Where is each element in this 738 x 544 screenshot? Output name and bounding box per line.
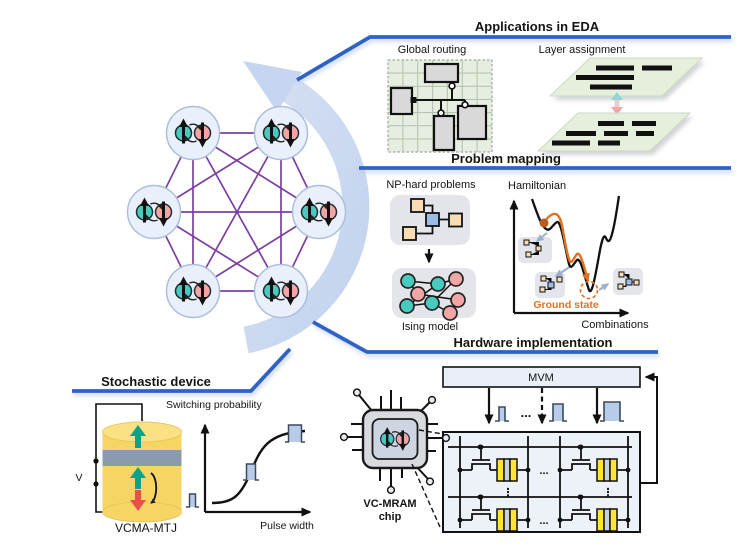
section-header-lines <box>72 35 733 396</box>
mvm-label: MVM <box>528 372 554 384</box>
state-box <box>518 237 552 263</box>
ground-state-circle <box>579 280 599 300</box>
rotation-arc <box>243 61 370 354</box>
switching-probability-plot <box>186 423 312 517</box>
combinations-label: Combinations <box>581 319 649 331</box>
routing-wires <box>410 82 469 117</box>
crossbar-ellipsis-v: ⋮ <box>503 487 514 499</box>
energy-landscape-plot <box>509 195 643 318</box>
state-box <box>613 268 643 295</box>
state-ball <box>539 218 549 228</box>
applications-header-line <box>296 35 731 82</box>
ground-state-label: Ground state <box>533 299 598 311</box>
hamiltonian-label: Hamiltonian <box>508 180 566 192</box>
rotation-arc-arrowhead <box>243 61 302 112</box>
zoom-cone-lines <box>411 429 444 528</box>
routing-block <box>432 114 456 152</box>
hardware-header-line <box>312 320 658 354</box>
vcma-mtj-device <box>93 403 182 523</box>
vcma-mtj-label: VCMA-MTJ <box>115 521 177 535</box>
plot-ylabel: Switching probability <box>166 399 262 411</box>
magnetization-arrows <box>130 425 158 511</box>
energy-curve <box>530 195 621 293</box>
stochastic-title: Stochastic device <box>101 374 211 389</box>
routing-block <box>423 62 460 84</box>
annealing-path <box>544 212 590 283</box>
mvm-box <box>442 366 641 388</box>
chip-label-line2: chip <box>379 511 402 523</box>
section-problem-mapping: NP-hard problems <box>386 179 649 333</box>
ising-model-diagram <box>392 268 476 321</box>
crossbar-ellipsis-h: ... <box>539 465 548 477</box>
pulse-glyphs <box>495 401 624 422</box>
applications-title: Applications in EDA <box>475 19 600 34</box>
section-applications: Global routing Layer assignment <box>387 44 705 155</box>
crossbar-ellipsis-h: ... <box>539 515 548 527</box>
problem-mapping-title: Problem mapping <box>451 151 561 166</box>
layer-assignment-diagram <box>536 57 705 155</box>
layer-via-arrow <box>611 92 623 115</box>
spin-network <box>128 107 346 318</box>
plot-xlabel: Pulse width <box>260 520 314 532</box>
ising-model-label: Ising model <box>402 321 458 333</box>
stochastic-header-line <box>72 347 292 393</box>
section-hardware: MVM ... ... ... ⋮ ⋮ <box>339 366 658 533</box>
np-hard-label: NP-hard problems <box>386 179 476 191</box>
global-routing-label: Global routing <box>398 44 467 56</box>
feedback-arrow <box>640 372 658 484</box>
hardware-title: Hardware implementation <box>454 335 613 350</box>
voltage-label: V <box>75 472 82 484</box>
chip-label-line1: VC-MRAM <box>363 498 416 510</box>
layer-assignment-label: Layer assignment <box>539 44 626 56</box>
plot-pulse-glyphs <box>186 424 305 508</box>
crossbar-ellipsis-v: ⋮ <box>603 487 614 499</box>
global-routing-diagram <box>387 59 493 153</box>
crossbar-array: ... ... ⋮ ⋮ <box>442 431 641 533</box>
vcmram-chip-icon <box>339 388 451 528</box>
pulse-ellipsis: ... <box>521 405 532 420</box>
np-hard-diagram <box>390 195 470 245</box>
routing-block <box>389 86 414 116</box>
state-box <box>535 272 565 298</box>
routing-block <box>456 104 488 141</box>
section-stochastic: V VCMA-MTJ Switching probability Pulse w… <box>75 399 314 535</box>
